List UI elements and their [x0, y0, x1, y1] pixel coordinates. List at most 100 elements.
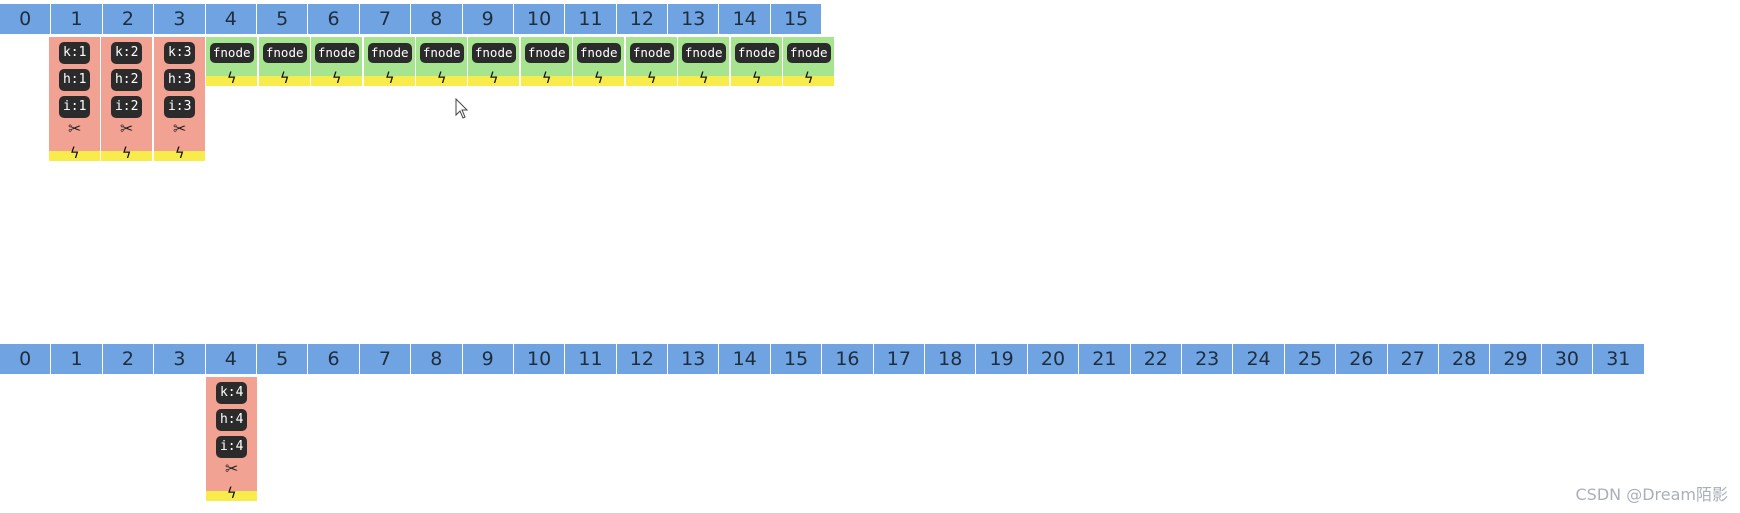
fnode-bucket-11: fnode ϟ [573, 37, 625, 87]
bottom-header-cell: 6 [308, 344, 360, 374]
bottom-table-header: 0 1 2 3 4 5 6 7 8 9 10 11 12 13 14 15 16… [0, 344, 1645, 374]
top-header-cell: 6 [308, 4, 360, 34]
tools-icon: ✂ [224, 459, 239, 478]
yellow-bar [678, 76, 730, 86]
bolt-icon: ϟ [384, 69, 395, 87]
fnode-tag: fnode [681, 43, 726, 63]
bottom-header-cell: 10 [513, 344, 566, 374]
top-header-cell: 1 [51, 4, 103, 34]
fnode-tag: fnode [367, 43, 412, 63]
yellow-bar [364, 76, 416, 86]
hash-tag: h:2 [110, 69, 143, 91]
fnode-tag: fnode [209, 43, 254, 63]
fnode-bucket-10: fnode ϟ [521, 37, 573, 87]
watermark: CSDN @Dream陌影 [1575, 485, 1729, 504]
bolt-icon: ϟ [69, 144, 80, 162]
bolt-icon: ϟ [226, 484, 237, 502]
fnode-tag: fnode [471, 43, 516, 63]
fnode-tag: fnode [262, 43, 307, 63]
bottom-header-cell: 28 [1438, 344, 1491, 374]
yellow-bar [468, 76, 520, 86]
yellow-bar [311, 76, 363, 86]
fnode-tag: fnode [576, 43, 621, 63]
fnode-bucket-7: fnode ϟ [364, 37, 416, 87]
mouse-cursor-icon [455, 98, 469, 119]
bottom-header-cell: 24 [1233, 344, 1285, 374]
bucket-4: k:4 h:4 i:4 ✂ ϟ [206, 377, 258, 502]
top-header-cell: 11 [565, 4, 617, 34]
bottom-header-cell: 23 [1181, 344, 1234, 374]
bottom-header-cell: 25 [1284, 344, 1337, 374]
bottom-header-cell: 3 [154, 344, 206, 374]
fnode-tag: fnode [734, 43, 779, 63]
bottom-header-cell: 11 [565, 344, 617, 374]
key-tag: k:1 [58, 42, 91, 64]
tools-icon: ✂ [67, 119, 82, 138]
bolt-icon: ϟ [488, 69, 499, 87]
top-header-cell: 12 [616, 4, 669, 34]
bottom-header-cell: 20 [1027, 344, 1080, 374]
bottom-header-cell: 2 [102, 344, 155, 374]
key-tag: k:2 [110, 42, 143, 64]
fnode-tag: fnode [419, 43, 464, 63]
bolt-icon: ϟ [436, 69, 447, 87]
bucket-3: k:3 h:3 i:3 ✂ ϟ [154, 37, 206, 161]
fnode-bucket-5: fnode ϟ [259, 37, 311, 86]
bottom-header-cell: 17 [873, 344, 926, 374]
bottom-header-cell: 19 [976, 344, 1028, 374]
bottom-header-cell: 9 [462, 344, 514, 374]
bottom-header-cell: 27 [1387, 344, 1439, 374]
top-header-cell: 7 [359, 4, 412, 34]
fnode-tag: fnode [786, 43, 831, 63]
top-header-cell: 10 [513, 4, 566, 34]
top-header-cell: 13 [668, 4, 720, 34]
fnode-tag: fnode [314, 43, 359, 63]
yellow-bar [783, 76, 835, 86]
bolt-icon: ϟ [803, 69, 814, 87]
bottom-header-cell: 7 [359, 344, 412, 374]
bottom-header-cell: 26 [1336, 344, 1388, 374]
bolt-icon: ϟ [121, 144, 132, 162]
yellow-bar [573, 76, 625, 86]
index-tag: i:2 [110, 96, 143, 118]
bottom-header-cell: 14 [719, 344, 771, 374]
bottom-header-cell: 30 [1541, 344, 1594, 374]
yellow-bar [259, 76, 311, 86]
yellow-bar [731, 76, 783, 86]
top-header-cell: 8 [411, 4, 463, 34]
bottom-header-cell: 15 [770, 344, 823, 374]
fnode-bucket-14: fnode ϟ [731, 37, 783, 86]
index-tag: i:3 [163, 96, 196, 118]
fnode-tag: fnode [629, 43, 674, 63]
bottom-header-cell: 4 [205, 344, 257, 374]
fnode-bucket-13: fnode ϟ [678, 37, 730, 86]
bottom-header-cell: 5 [256, 344, 309, 374]
yellow-bar [206, 491, 258, 501]
bucket-1: k:1 h:1 i:1 ✂ ϟ [49, 37, 101, 162]
yellow-bar [154, 151, 206, 161]
top-header-cell: 5 [256, 4, 309, 34]
key-tag: k:3 [163, 42, 196, 64]
fnode-tag: fnode [524, 43, 569, 63]
bottom-header-cell: 12 [616, 344, 669, 374]
bottom-header-cell: 21 [1079, 344, 1131, 374]
bucket-2: k:2 h:2 i:2 ✂ ϟ [101, 37, 153, 162]
bottom-header-cell: 16 [822, 344, 874, 374]
top-header-cell: 3 [154, 4, 206, 34]
bolt-icon: ϟ [646, 69, 657, 87]
bolt-icon: ϟ [541, 69, 552, 87]
bottom-header-cell: 22 [1130, 344, 1182, 374]
bottom-header-cell: 1 [51, 344, 103, 374]
index-tag: i:4 [215, 436, 248, 458]
bottom-header-cell: 29 [1490, 344, 1542, 374]
top-header-cell: 2 [102, 4, 155, 34]
tools-icon: ✂ [172, 119, 187, 138]
yellow-bar [521, 76, 573, 86]
top-table-header: 0 1 2 3 4 5 6 7 8 9 10 11 12 13 14 15 [0, 4, 823, 34]
bolt-icon: ϟ [593, 69, 604, 87]
top-header-cell: 14 [719, 4, 771, 34]
yellow-bar [49, 151, 101, 161]
hash-tag: h:1 [58, 69, 91, 91]
bottom-header-cell: 31 [1593, 344, 1645, 374]
fnode-bucket-6: fnode ϟ [311, 37, 363, 86]
